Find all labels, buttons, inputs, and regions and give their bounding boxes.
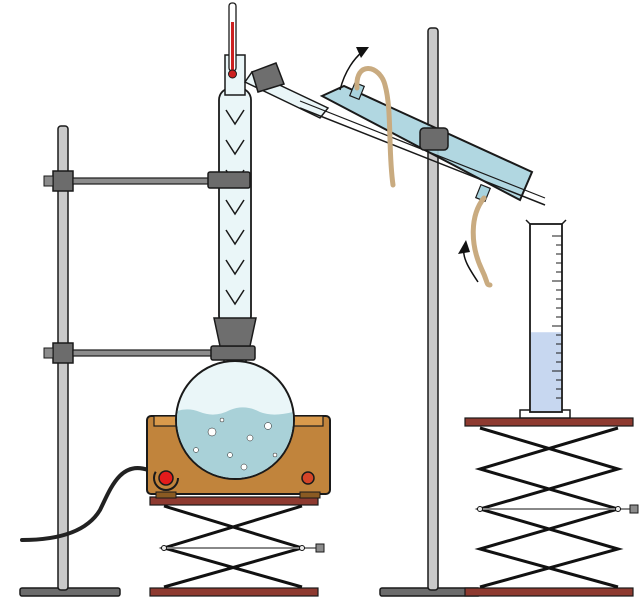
left-upper-boss [52,170,74,192]
left-ring-stand [19,125,214,597]
distillation-head-side-arm [243,62,330,119]
left-jack-scissor [158,504,308,589]
left-jack-knob [315,543,325,553]
flask-bubbles [193,417,278,471]
round-bottom-flask [175,343,295,480]
condenser-outlet-nozzle [348,81,366,101]
right-jack-knob [629,504,639,514]
left-lower-boss [52,342,74,364]
side-arm-joint [251,62,285,93]
flask-clamp [210,345,256,361]
left-lower-clamp-arm [72,349,214,357]
water-out-arrow [339,47,369,91]
heater-control-knob [158,470,174,486]
column-lower-joint [213,317,257,347]
water-hose-in [470,195,493,288]
heater-foot-left [155,491,177,499]
heater-indicator-light [301,471,315,485]
water-in-arrow [458,240,479,283]
left-lower-boss-screw [43,347,54,359]
condenser-inner-tube [299,107,546,206]
heater-dial-ring [153,465,179,491]
condenser-clamp [419,127,449,151]
fractionating-column [207,54,257,347]
right-jack-top-plate [464,417,634,427]
left-jack-bottom-plate [149,587,319,597]
graduated-cylinder [519,219,571,419]
left-lab-jack [149,496,325,597]
right-lab-jack [464,417,639,597]
heater-foot-right [299,491,321,499]
left-upper-clamp-arm [72,177,214,185]
left-upper-boss-screw [43,175,54,187]
thermometer-mercury [231,22,234,70]
column-clamp [207,171,251,189]
thermometer [228,2,237,79]
heater-power-cable [20,466,150,542]
water-hose-out [354,66,396,188]
right-jack-scissor [474,426,624,589]
right-jack-bottom-plate [464,587,634,597]
liebig-condenser [299,81,546,206]
cylinder-spout [525,219,567,225]
left-jack-top-plate [149,496,319,506]
left-stand-base [19,587,121,597]
thermometer-bulb [228,69,237,79]
cylinder-graduations [552,235,562,399]
right-stand-rod [427,27,439,591]
